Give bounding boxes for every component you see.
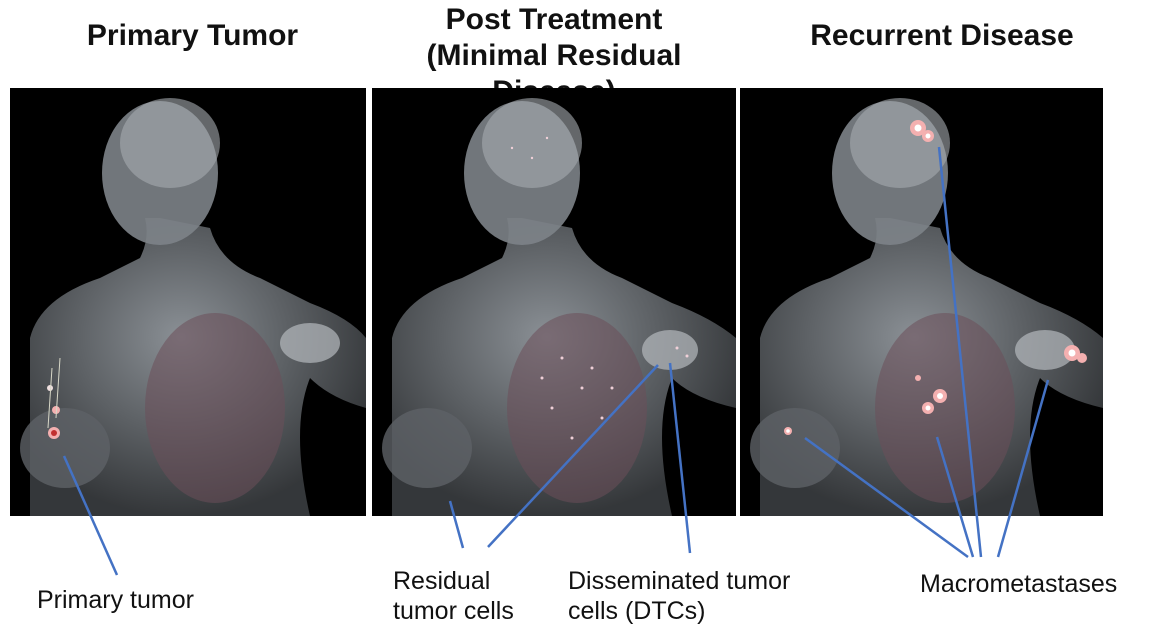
panel-post-treatment [372,88,736,516]
label-residual-tumor-cells: Residual tumor cells [393,566,514,626]
label-dtc-line2: cells (DTCs) [568,596,790,626]
title-post-treatment-line1: Post Treatment [368,2,740,38]
label-disseminated-tumor-cells: Disseminated tumor cells (DTCs) [568,566,790,626]
body-illustration-primary [10,88,366,516]
panel-recurrent-disease [740,88,1103,516]
body-illustration-recurrent [740,88,1103,516]
title-recurrent-disease: Recurrent Disease [742,18,1142,54]
label-residual-line2: tumor cells [393,596,514,626]
body-illustration-post-treatment [372,88,736,516]
label-dtc-line1: Disseminated tumor [568,566,790,596]
label-primary-tumor: Primary tumor [37,585,194,615]
label-residual-line1: Residual [393,566,514,596]
panel-primary-tumor [10,88,366,516]
label-macrometastases: Macrometastases [920,569,1117,599]
title-primary-tumor: Primary Tumor [10,18,375,54]
